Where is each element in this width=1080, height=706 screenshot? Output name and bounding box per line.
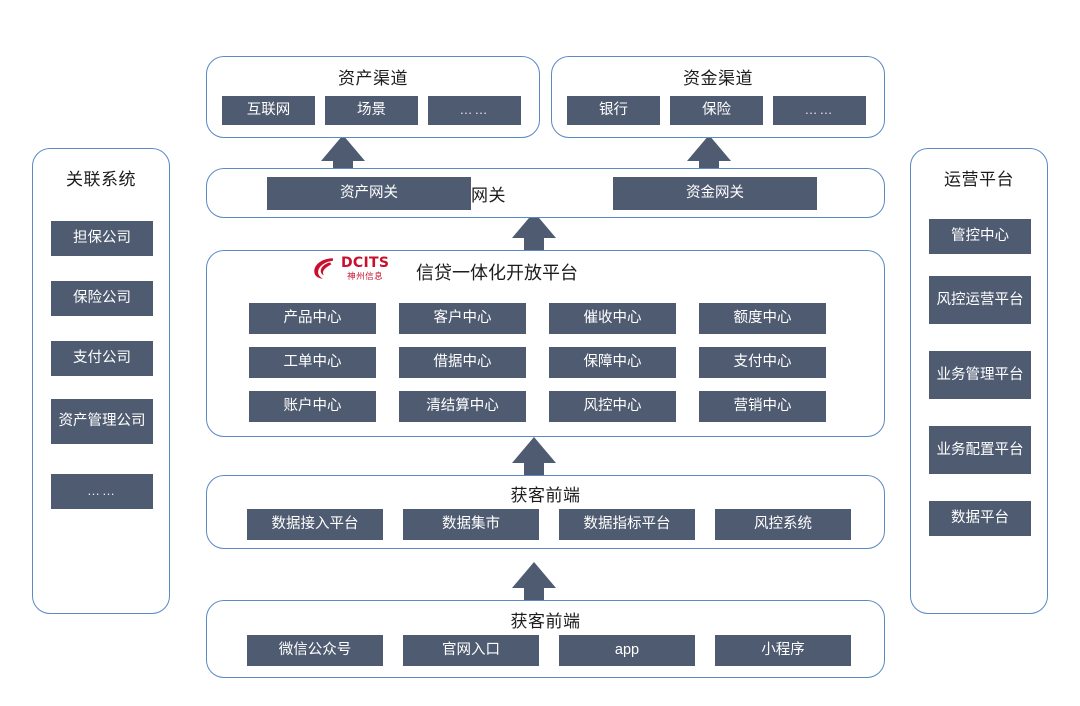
chip-asset-internet[interactable]: 互联网 xyxy=(222,96,315,125)
chip-guarantee-center[interactable]: 保障中心 xyxy=(549,347,676,378)
chip-guarantee-company[interactable]: 担保公司 xyxy=(51,221,153,256)
panel-data-layer: 获客前端 数据接入平台 数据集市 数据指标平台 风控系统 xyxy=(206,475,885,549)
chip-payment-center[interactable]: 支付中心 xyxy=(699,347,826,378)
panel-fund-channel: 资金渠道 银行 保险 …… xyxy=(551,56,885,138)
chip-control-center[interactable]: 管控中心 xyxy=(929,219,1031,254)
chip-clearing-center[interactable]: 清结算中心 xyxy=(399,391,526,422)
arrow-head-icon xyxy=(512,562,556,588)
chip-fund-gateway[interactable]: 资金网关 xyxy=(613,177,817,210)
panel-title-related-systems: 关联系统 xyxy=(66,170,136,189)
chip-fund-insurance[interactable]: 保险 xyxy=(670,96,763,125)
panel-credit-platform: DCITS 神州信息 信贷一体化开放平台 产品中心 客户中心 催收中心 额度中心… xyxy=(206,250,885,437)
chip-business-management-platform[interactable]: 业务管理平台 xyxy=(929,351,1031,399)
dcits-logo-en: DCITS xyxy=(341,254,390,271)
panel-operation-platform: 运营平台 管控中心 风控运营平台 业务管理平台 业务配置平台 数据平台 xyxy=(910,148,1048,614)
chip-quota-center[interactable]: 额度中心 xyxy=(699,303,826,334)
chip-product-center[interactable]: 产品中心 xyxy=(249,303,376,334)
dcits-logo-cn: 神州信息 xyxy=(347,270,384,281)
panel-title-data-layer: 获客前端 xyxy=(510,486,581,505)
chip-marketing-center[interactable]: 营销中心 xyxy=(699,391,826,422)
dcits-logo: DCITS 神州信息 xyxy=(311,255,389,281)
panel-title-operation-platform: 运营平台 xyxy=(944,170,1014,189)
chip-data-metrics-platform[interactable]: 数据指标平台 xyxy=(559,509,695,540)
dcits-swoosh-icon xyxy=(314,258,333,279)
chip-data-platform[interactable]: 数据平台 xyxy=(929,501,1031,536)
chip-fund-bank[interactable]: 银行 xyxy=(567,96,660,125)
chip-risk-control-system[interactable]: 风控系统 xyxy=(715,509,851,540)
chip-risk-control-center[interactable]: 风控中心 xyxy=(549,391,676,422)
chip-loan-note-center[interactable]: 借据中心 xyxy=(399,347,526,378)
chip-collection-center[interactable]: 催收中心 xyxy=(549,303,676,334)
chip-official-website-entry[interactable]: 官网入口 xyxy=(403,635,539,666)
chip-customer-center[interactable]: 客户中心 xyxy=(399,303,526,334)
panel-asset-channel: 资产渠道 互联网 场景 …… xyxy=(206,56,540,138)
panel-title-fund-channel: 资金渠道 xyxy=(683,69,753,88)
chip-mini-program[interactable]: 小程序 xyxy=(715,635,851,666)
arrow-head-icon xyxy=(512,437,556,463)
panel-gateway: 资产网关 网关 资金网关 xyxy=(206,168,885,218)
chip-related-more[interactable]: …… xyxy=(51,474,153,509)
arrow-head-icon xyxy=(321,135,365,161)
chip-asset-more[interactable]: …… xyxy=(428,96,521,125)
chip-business-config-platform[interactable]: 业务配置平台 xyxy=(929,426,1031,474)
panel-title-frontend-layer: 获客前端 xyxy=(510,612,581,631)
chip-fund-more[interactable]: …… xyxy=(773,96,866,125)
chip-workorder-center[interactable]: 工单中心 xyxy=(249,347,376,378)
chip-wechat-official-account[interactable]: 微信公众号 xyxy=(247,635,383,666)
panel-frontend-layer: 获客前端 微信公众号 官网入口 app 小程序 xyxy=(206,600,885,678)
chip-data-mart[interactable]: 数据集市 xyxy=(403,509,539,540)
chip-asset-gateway[interactable]: 资产网关 xyxy=(267,177,471,210)
chip-asset-management-company[interactable]: 资产管理公司 xyxy=(51,399,153,444)
arrow-head-icon xyxy=(687,135,731,161)
panel-title-asset-channel: 资产渠道 xyxy=(338,69,408,88)
chip-asset-scenario[interactable]: 场景 xyxy=(325,96,418,125)
chip-risk-operation-platform[interactable]: 风控运营平台 xyxy=(929,276,1031,324)
chip-account-center[interactable]: 账户中心 xyxy=(249,391,376,422)
chip-app[interactable]: app xyxy=(559,635,695,666)
chip-insurance-company[interactable]: 保险公司 xyxy=(51,281,153,316)
panel-related-systems: 关联系统 担保公司 保险公司 支付公司 资产管理公司 …… xyxy=(32,148,170,614)
dcits-logo-text: DCITS 神州信息 xyxy=(341,256,389,281)
chip-data-access-platform[interactable]: 数据接入平台 xyxy=(247,509,383,540)
platform-title: 信贷一体化开放平台 xyxy=(416,263,578,283)
chip-payment-company[interactable]: 支付公司 xyxy=(51,341,153,376)
